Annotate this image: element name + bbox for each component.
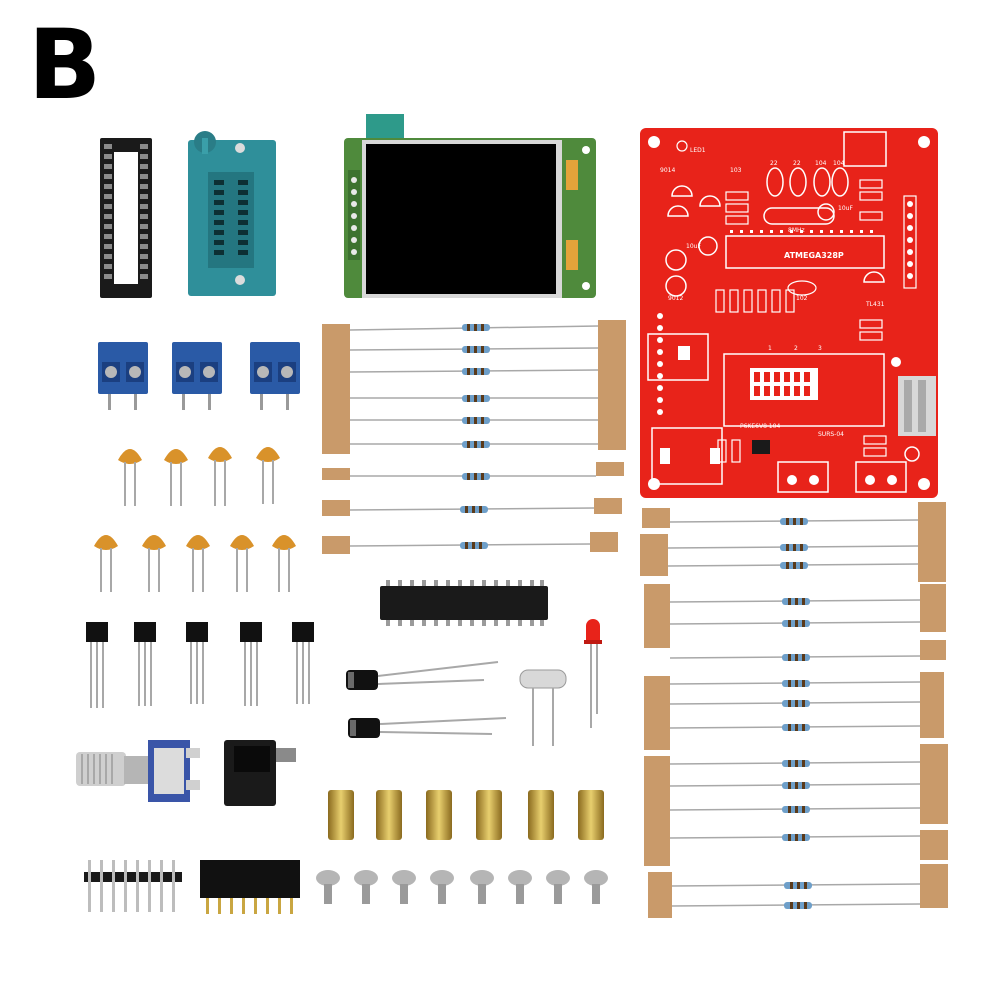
pcb-label-c4: 22 [793,160,801,167]
pcb-label-r1: 103 [730,167,742,174]
screws [316,870,608,904]
pcb-label-crystal: 8MHz [788,227,805,234]
dip-socket [100,138,152,298]
red-led [584,619,602,728]
resistor-strip-center [322,320,626,554]
variant-letter: B [28,9,102,121]
female-pin-header [200,860,300,914]
rotary-encoder [76,740,200,802]
pcb-label-c7: 102 [796,295,808,302]
main-pcb: ATMEGA328P 22 22 104 104 8MHz 10uF [640,128,938,498]
transistors [86,622,314,708]
pcb-label-led: LED1 [690,147,706,154]
pcb-label-c6: 10uF [686,243,701,250]
pcb-label-pin1: 1 [768,345,772,352]
pcb-label-pin2: 2 [794,345,798,352]
pcb-label-c3: 22 [770,160,778,167]
lcd-module [344,114,596,298]
brass-standoffs [328,790,604,840]
male-pin-header [84,860,182,912]
pcb-label-q1: 9014 [660,167,675,174]
pcb-label-ic2: TL431 [865,301,885,308]
pcb-label-pin3: 3 [818,345,822,352]
dc-power-jack [224,740,296,806]
pcb-label-c5: 10uF [838,205,853,212]
ceramic-capacitors [94,447,296,592]
pcb-label-sw: SURS-04 [818,431,844,438]
zif-socket [188,131,276,296]
electrolytic-capacitors [346,661,507,738]
pcb-label-conn: P6KE6V8 104 [740,423,780,430]
pcb-label-c2: 104 [833,160,845,167]
pcb-label-q2: 9012 [668,295,683,302]
screw-terminals [98,342,300,410]
crystal-oscillator [519,669,567,746]
atmega-chip [380,580,548,626]
pcb-label-mcu: ATMEGA328P [784,251,844,260]
pcb-label-c1: 104 [815,160,827,167]
resistor-strip-right [640,502,948,918]
